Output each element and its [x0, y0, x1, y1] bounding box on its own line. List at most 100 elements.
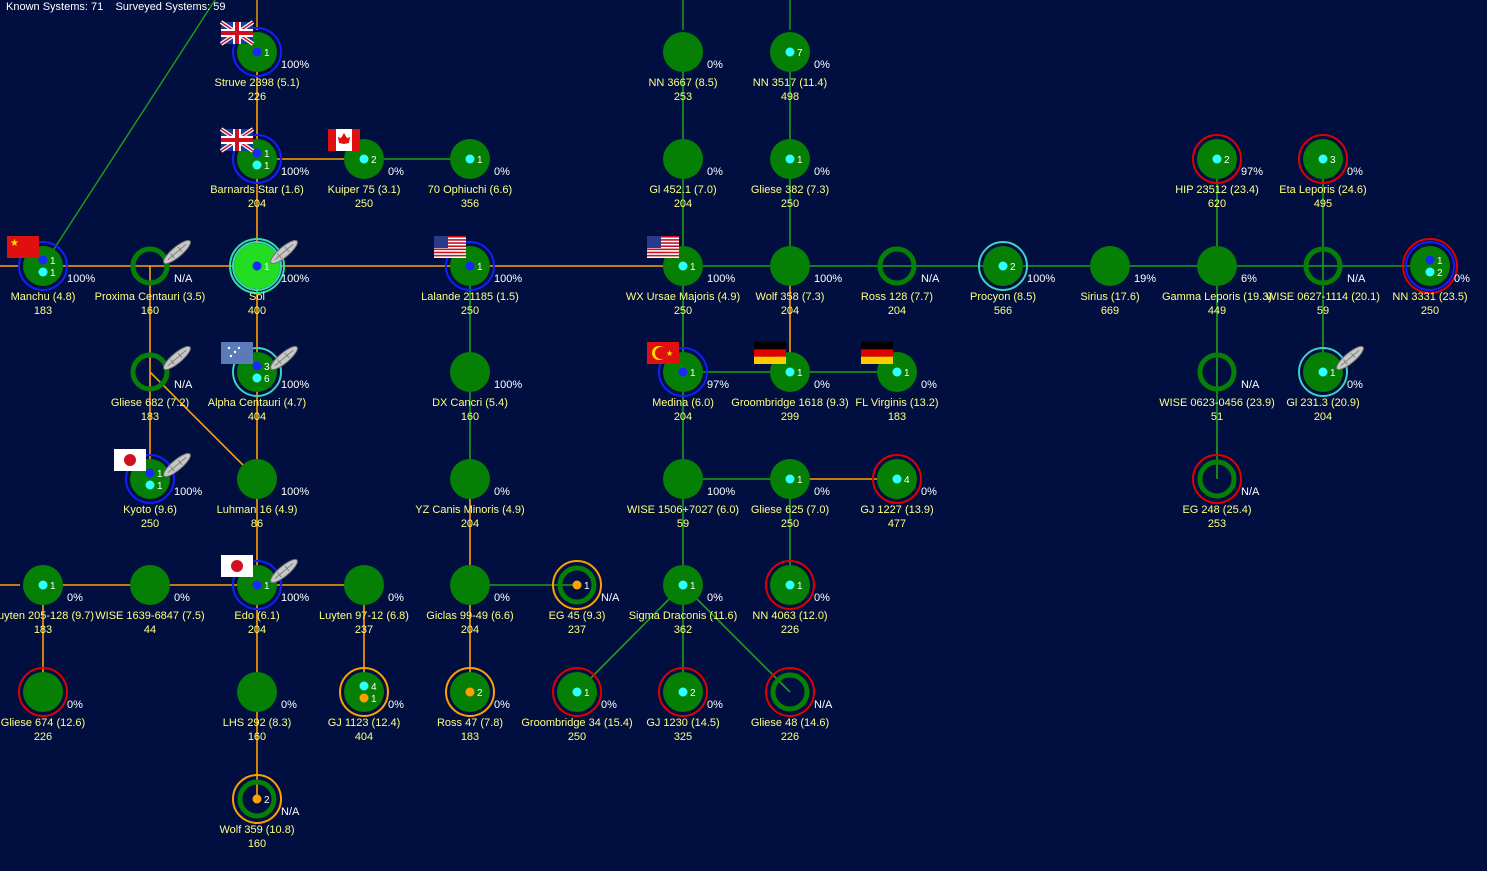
- survey-percent: 0%: [707, 592, 723, 604]
- system-gl452[interactable]: 0%Gl 452.1 (7.0)204: [649, 139, 723, 210]
- system-star: [130, 246, 170, 286]
- survey-percent: 0%: [814, 592, 830, 604]
- system-gl231[interactable]: 10%Gl 231.3 (20.9)204: [1286, 343, 1366, 423]
- colony-count: 2: [1010, 262, 1016, 273]
- system-name: Sigma Draconis (11.6): [629, 610, 738, 622]
- system-groom1618[interactable]: 10%Groombridge 1618 (9.3)299: [731, 342, 849, 423]
- system-gliese674[interactable]: 0%Gliese 674 (12.6)226: [1, 667, 85, 743]
- system-ophiuchi[interactable]: 10%70 Ophiuchi (6.6)356: [428, 139, 512, 210]
- system-star: [663, 139, 703, 179]
- survey-ship-icon: [163, 452, 191, 478]
- svg-text:★: ★: [666, 349, 673, 358]
- system-gj1227[interactable]: 40%GJ 1227 (13.9)477: [860, 454, 937, 530]
- system-flvir[interactable]: 10%FL Virginis (13.2)183: [855, 342, 939, 423]
- system-ring: [1405, 241, 1455, 291]
- system-star: [450, 352, 490, 392]
- system-star: [770, 246, 810, 286]
- system-wolf358[interactable]: 100%Wolf 358 (7.3)204: [756, 246, 843, 317]
- colony-dot: [572, 687, 582, 697]
- colony-count: 1: [584, 688, 590, 699]
- system-gammalep[interactable]: 6%Gamma Leporis (19.3)449: [1162, 246, 1272, 317]
- colony-dot: [465, 687, 475, 697]
- system-medina[interactable]: 197%Medina (6.0)204★: [647, 342, 729, 423]
- system-ross47[interactable]: 20%Ross 47 (7.8)183: [437, 667, 510, 743]
- survey-ship-icon: [270, 558, 298, 584]
- colony-dot: [572, 580, 582, 590]
- system-population: 160: [248, 838, 266, 850]
- colony-dot: [252, 148, 262, 158]
- system-etalep[interactable]: 30%Eta Leporis (24.6)495: [1279, 134, 1367, 210]
- system-ring: [872, 454, 922, 504]
- survey-percent: 0%: [281, 699, 297, 711]
- system-population: 669: [1101, 305, 1119, 317]
- system-kuiper[interactable]: 20%Kuiper 75 (3.1)250: [328, 129, 405, 210]
- survey-percent: 0%: [707, 699, 723, 711]
- survey-percent: 0%: [494, 699, 510, 711]
- system-lhs292[interactable]: 0%LHS 292 (8.3)160: [223, 672, 297, 743]
- system-ring: [765, 560, 815, 610]
- system-wise1639[interactable]: 0%WISE 1639-6847 (7.5)44: [95, 565, 205, 636]
- system-gj1230[interactable]: 20%GJ 1230 (14.5)325: [646, 667, 723, 743]
- system-dxcancri[interactable]: 100%DX Cancri (5.4)160: [432, 352, 522, 423]
- colony-count: 2: [1224, 155, 1230, 166]
- system-eg45[interactable]: 1N/AEG 45 (9.3)237: [549, 560, 620, 636]
- colony-count: 4: [904, 475, 910, 486]
- system-eg248[interactable]: N/AEG 248 (25.4)253: [1182, 454, 1260, 530]
- survey-percent: 100%: [814, 273, 842, 285]
- colony-dot: [252, 580, 262, 590]
- survey-percent: 0%: [494, 592, 510, 604]
- colony-dot: [359, 693, 369, 703]
- system-nn4063[interactable]: 10%NN 4063 (12.0)226: [752, 560, 830, 636]
- system-gliese382[interactable]: 10%Gliese 382 (7.3)250: [751, 139, 830, 210]
- system-ring: [978, 241, 1028, 291]
- system-nn3517[interactable]: 70%NN 3517 (11.4)498: [753, 32, 830, 103]
- system-population: 566: [994, 305, 1012, 317]
- system-luyten97[interactable]: 0%Luyten 97-12 (6.8)237: [319, 565, 409, 636]
- colony-dot: [1318, 367, 1328, 377]
- system-wise1506[interactable]: 100%WISE 1506+7027 (6.0)59: [627, 459, 739, 530]
- system-star: [1197, 352, 1237, 392]
- system-population: 204: [461, 624, 479, 636]
- system-yzcmi[interactable]: 0%YZ Canis Minoris (4.9)204: [415, 459, 525, 530]
- colony-count: 7: [797, 48, 803, 59]
- system-giclas[interactable]: 0%Giclas 99-49 (6.6)204: [426, 565, 514, 636]
- system-luhman[interactable]: 100%Luhman 16 (4.9)86: [217, 459, 310, 530]
- system-name: WISE 0623-0456 (23.9): [1159, 397, 1275, 409]
- system-groom34[interactable]: 10%Groombridge 34 (15.4)250: [521, 667, 633, 743]
- system-sigmadra[interactable]: 10%Sigma Draconis (11.6)362: [629, 565, 738, 636]
- system-hip23512[interactable]: 297%HIP 23512 (23.4)620: [1175, 134, 1263, 210]
- system-nn3667[interactable]: 0%NN 3667 (8.5)253: [648, 32, 723, 103]
- system-name: Gliese 625 (7.0): [751, 504, 829, 516]
- system-sirius[interactable]: 19%Sirius (17.6)669: [1080, 246, 1156, 317]
- colony-count: 1: [477, 262, 483, 273]
- system-population: 226: [34, 731, 52, 743]
- system-gliese625[interactable]: 10%Gliese 625 (7.0)250: [751, 459, 830, 530]
- system-name: EG 45 (9.3): [549, 610, 606, 622]
- system-luyten205[interactable]: 10%Luyten 205-128 (9.7)183: [0, 565, 94, 636]
- system-population: 325: [674, 731, 692, 743]
- system-ring: [232, 774, 282, 824]
- system-star: [344, 672, 384, 712]
- system-name: GJ 1123 (12.4): [328, 717, 401, 729]
- colony-dot: [252, 261, 262, 271]
